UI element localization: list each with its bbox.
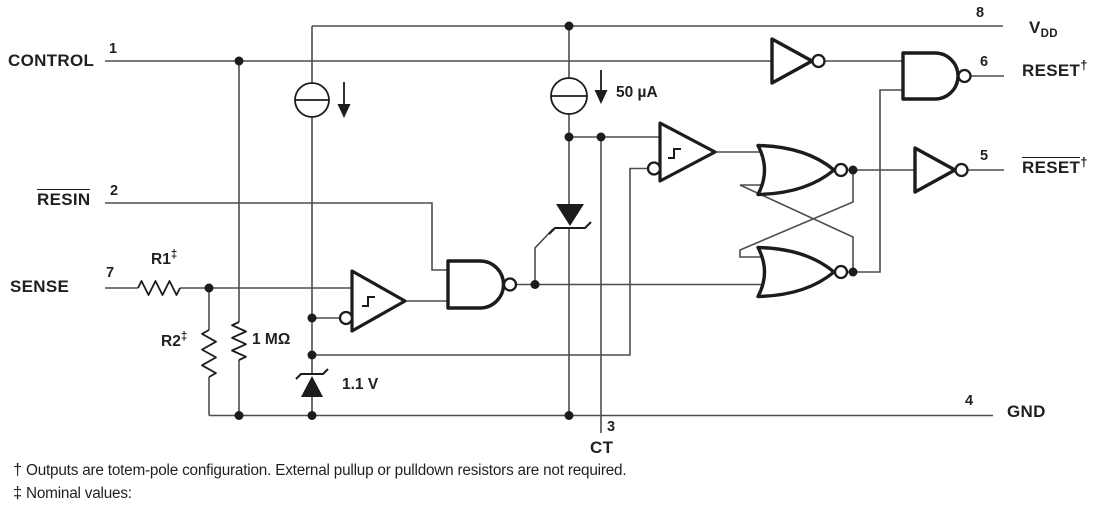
junction-dots bbox=[204, 21, 858, 420]
pin7-number: 7 bbox=[106, 265, 115, 281]
inverter-resetbar-icon bbox=[913, 146, 957, 194]
nand2-output-bubble bbox=[957, 68, 972, 84]
latch-cross2-wire bbox=[739, 184, 854, 272]
gate-layer bbox=[350, 37, 960, 333]
pin6-number: 6 bbox=[980, 54, 989, 70]
pullup-resistor-label: 1 MΩ bbox=[252, 331, 291, 348]
latch-cross1-wire bbox=[739, 170, 854, 258]
bubble-layer bbox=[338, 53, 972, 326]
hysteresis-icon bbox=[362, 296, 375, 307]
inverting-input-bubble bbox=[646, 161, 662, 176]
footnote-double-dagger-text: Nominal values: bbox=[26, 485, 132, 502]
nand-gate-2-icon bbox=[901, 51, 960, 101]
nand-gate-1-icon bbox=[446, 259, 506, 310]
footnote-double-dagger: ‡Nominal values: bbox=[13, 484, 132, 503]
footnote-dagger-text: Outputs are totem-pole configuration. Ex… bbox=[26, 462, 627, 479]
nor-gate-lower-icon bbox=[756, 245, 836, 299]
pin6-label: RESET† bbox=[1022, 57, 1088, 80]
zener-diode-icon bbox=[295, 368, 329, 397]
double-dagger-symbol: ‡ bbox=[13, 484, 23, 502]
pin1-label: CONTROL bbox=[8, 51, 95, 70]
current-source-label: 50 µA bbox=[616, 84, 658, 101]
zener-voltage-label: 1.1 V bbox=[342, 376, 379, 393]
schmitt-comparator-2-icon bbox=[658, 121, 717, 183]
nor-gate-upper-icon bbox=[756, 143, 836, 197]
pin5-number: 5 bbox=[980, 148, 989, 164]
hysteresis-glyphs bbox=[362, 148, 681, 307]
pin8-label: VDD bbox=[1029, 18, 1058, 40]
inverter-top-icon bbox=[770, 37, 814, 85]
pullup-resistor-icon bbox=[231, 321, 247, 361]
pin4-number: 4 bbox=[965, 393, 974, 409]
thyristor-icon bbox=[548, 204, 592, 235]
reference-to-comparator2-wire bbox=[312, 167, 648, 356]
current-source-50ua-icon bbox=[550, 70, 608, 115]
scr-gate-wire bbox=[534, 228, 554, 285]
pin7-label: SENSE bbox=[10, 277, 70, 296]
pin4-label: GND bbox=[1007, 402, 1046, 421]
nand1-output-bubble bbox=[502, 277, 518, 292]
pin8-number: 8 bbox=[976, 5, 985, 21]
pin5-label: RESET† bbox=[1022, 154, 1088, 177]
schmitt-comparator-1-icon bbox=[350, 269, 407, 333]
wire-layer bbox=[105, 25, 1004, 433]
footnote-dagger: †Outputs are totem-pole configuration. E… bbox=[13, 461, 627, 480]
hysteresis-icon bbox=[668, 148, 681, 159]
pin2-label: RESIN bbox=[37, 189, 91, 209]
pin1-number: 1 bbox=[109, 41, 118, 57]
resin-wire bbox=[105, 202, 452, 271]
nor-upper-output-bubble bbox=[833, 162, 849, 178]
r2-label: R2‡ bbox=[161, 330, 188, 350]
r2-resistor-icon bbox=[201, 329, 217, 378]
inverter-resetbar-bubble bbox=[954, 162, 969, 178]
nor-lower-output-bubble bbox=[833, 264, 849, 280]
pin3-number: 3 bbox=[607, 419, 616, 435]
dagger-symbol: † bbox=[13, 461, 23, 479]
r1-resistor-icon bbox=[137, 280, 181, 296]
pin2-number: 2 bbox=[110, 183, 119, 199]
inverting-input-bubble bbox=[338, 310, 354, 326]
latch-qbar-out-wire bbox=[847, 89, 903, 273]
current-source-1-icon bbox=[294, 82, 351, 118]
pin3-label: CT bbox=[590, 438, 614, 457]
resistor-layer bbox=[137, 280, 247, 378]
inverter-top-bubble bbox=[811, 53, 826, 69]
r1-label: R1‡ bbox=[151, 248, 178, 268]
